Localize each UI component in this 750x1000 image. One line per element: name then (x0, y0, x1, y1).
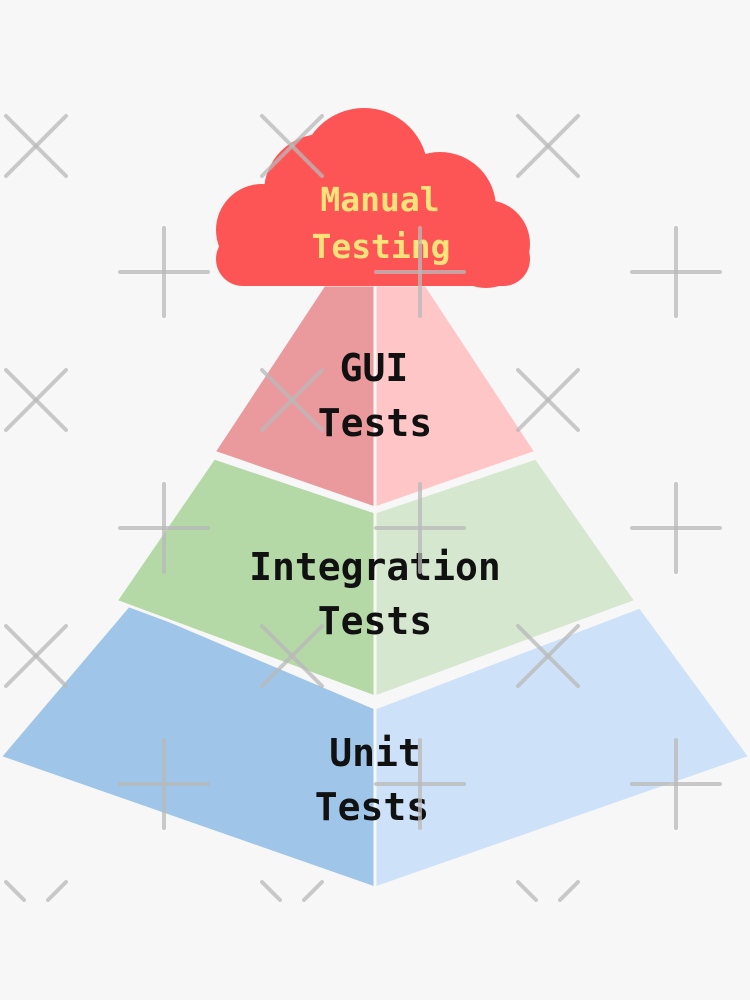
plus-mark-icon (374, 738, 466, 830)
tier-integration-label-line2: Tests (318, 599, 432, 643)
x-mark-icon (4, 880, 68, 902)
plus-mark-icon (118, 738, 210, 830)
x-mark-icon (4, 624, 68, 688)
cloud-label-line2: Testing (311, 227, 450, 266)
plus-mark-icon (630, 226, 722, 318)
x-mark-icon (516, 624, 580, 688)
tier-unit-label-line2: Tests (315, 785, 429, 829)
plus-mark-icon (374, 226, 466, 318)
x-mark-icon (260, 880, 324, 902)
tier-integration-right-face (373, 456, 639, 700)
tier-unit-tests: Unit Tests (0, 602, 750, 891)
cloud-label-line1: Manual (320, 180, 439, 219)
x-mark-icon (260, 368, 324, 432)
x-mark-icon (4, 114, 68, 178)
manual-testing-cloud: Manual Testing (216, 108, 530, 288)
plus-mark-icon (630, 482, 722, 574)
watermark-overlay (4, 114, 722, 902)
tier-gui-label-line1: GUI (340, 346, 409, 390)
tier-integration-label-line1: Integration (249, 545, 501, 589)
x-mark-icon (4, 368, 68, 432)
plus-mark-icon (118, 482, 210, 574)
x-mark-icon (516, 880, 580, 902)
plus-mark-icon (374, 482, 466, 574)
plus-mark-icon (630, 738, 722, 830)
plus-mark-icon (118, 226, 210, 318)
cloud-icon (216, 108, 530, 288)
x-mark-icon (516, 114, 580, 178)
tier-unit-label-line1: Unit (329, 731, 421, 775)
tier-unit-right-face (373, 605, 750, 891)
x-mark-icon (516, 368, 580, 432)
x-mark-icon (260, 114, 324, 178)
tier-gui-label-line2: Tests (318, 401, 432, 445)
x-mark-icon (260, 624, 324, 688)
